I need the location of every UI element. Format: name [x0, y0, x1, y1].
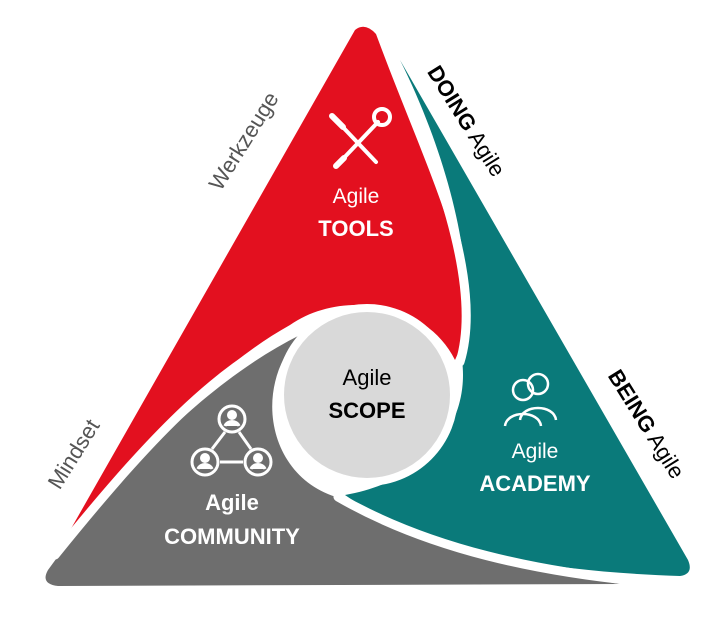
network-icon	[190, 404, 273, 477]
academy-segment	[345, 60, 690, 576]
tools-icon	[329, 107, 392, 169]
academy-label-line1: Agile	[512, 440, 559, 463]
scope-label-line1: Agile	[343, 365, 392, 390]
community-label-line2: COMMUNITY	[164, 524, 300, 549]
tools-segment	[60, 26, 466, 549]
separator-tools-community	[50, 323, 310, 560]
separator-community-academy	[333, 492, 650, 587]
community-segment	[45, 335, 621, 586]
people-icon	[503, 372, 558, 427]
tools-label-line2: TOOLS	[318, 216, 393, 241]
academy-label-line2: ACADEMY	[479, 471, 591, 496]
scope-label-line2: SCOPE	[328, 398, 405, 423]
separator-tools-academy	[380, 35, 471, 367]
mindset-label: Mindset	[43, 415, 105, 494]
scope-circle	[276, 304, 458, 486]
community-label-line1: Agile	[205, 490, 259, 515]
tools-label-line1: Agile	[333, 185, 380, 208]
